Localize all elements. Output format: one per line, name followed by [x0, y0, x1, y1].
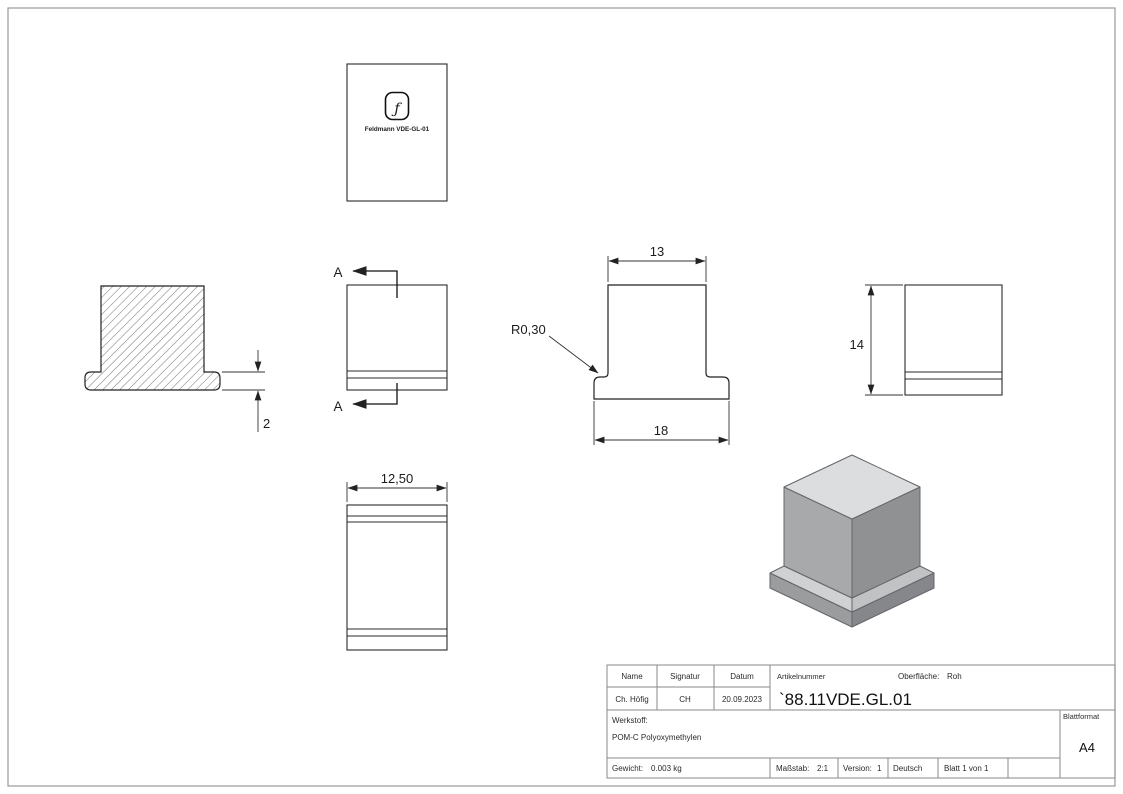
- dim-base-width-text: 18: [654, 423, 668, 438]
- tb-oberflaeche-value: Roh: [947, 672, 962, 681]
- dim-flange-thickness: [222, 350, 265, 432]
- top-label-view: [346, 63, 448, 202]
- fillet-leader: [548, 335, 599, 374]
- tb-massstab-label: Maßstab:: [776, 764, 809, 773]
- tb-werkstoff-value: POM-C Polyoxymethylen: [612, 733, 701, 742]
- sheet-frame: [7, 7, 1116, 787]
- tb-massstab-value: 2:1: [817, 764, 829, 773]
- tb-gewicht-value: 0.003 kg: [651, 764, 682, 773]
- dim-top-width-text: 13: [650, 244, 664, 259]
- section-label-bottom: A: [333, 399, 342, 414]
- tb-name-value: Ch. Höfig: [615, 695, 648, 704]
- tb-version-label: Version:: [843, 764, 872, 773]
- tb-werkstoff-label: Werkstoff:: [612, 716, 648, 725]
- front-elevation-outline: [593, 284, 730, 400]
- tb-datum-value: 20.09.2023: [722, 695, 763, 704]
- side-view-outline: [904, 284, 1003, 396]
- tb-sprache-value: Deutsch: [893, 764, 922, 773]
- tb-oberflaeche-label: Oberfläche:: [898, 672, 939, 681]
- tb-name-label: Name: [621, 672, 643, 681]
- section-profile: [84, 285, 221, 391]
- tb-artikelnummer-value: `88.11VDE.GL.01: [779, 690, 912, 709]
- tb-blattformat-value: A4: [1079, 740, 1095, 755]
- front-view: [346, 266, 448, 409]
- tb-signatur-label: Signatur: [670, 672, 700, 681]
- brand-name-text: Feldmann VDE-GL-01: [365, 126, 430, 133]
- dim-height: [865, 284, 903, 396]
- tb-blatt-value: Blatt 1 von 1: [944, 764, 989, 773]
- tb-blattformat-label: Blattformat: [1063, 712, 1100, 721]
- dim-top-width: [607, 256, 707, 282]
- front-view-outline: [346, 284, 448, 391]
- dim-base-width: [593, 401, 730, 445]
- label-view-outline: [346, 63, 448, 202]
- dim-fillet-text: R0,30: [511, 322, 546, 337]
- tb-artikelnummer-label: Artikelnummer: [777, 672, 826, 681]
- bottom-view-outline: [346, 504, 448, 651]
- section-cut-marks: [352, 266, 398, 409]
- iso-block-top-face: [783, 454, 921, 520]
- dim-height-text: 14: [850, 337, 864, 352]
- tb-version-value: 1: [877, 764, 882, 773]
- dim-depth: [346, 482, 448, 502]
- brand-logo-icon: [384, 91, 410, 121]
- dim-flange-thickness-text: 2: [263, 416, 270, 431]
- tb-datum-label: Datum: [730, 672, 754, 681]
- section-view-hatched: 2: [84, 285, 270, 432]
- isometric-view: [769, 454, 935, 628]
- section-label-top: A: [333, 265, 342, 280]
- tb-gewicht-label: Gewicht:: [612, 764, 643, 773]
- title-block: [606, 664, 1116, 779]
- dim-depth-text: 12,50: [381, 471, 414, 486]
- title-block-outline: [606, 664, 1116, 779]
- brand-logo-letter: ƒ: [391, 100, 402, 118]
- side-view: [865, 284, 1003, 396]
- tb-signatur-value: CH: [679, 695, 691, 704]
- bottom-view: [346, 482, 448, 651]
- dimensioned-front-view: 13 18 R0,30: [511, 244, 730, 445]
